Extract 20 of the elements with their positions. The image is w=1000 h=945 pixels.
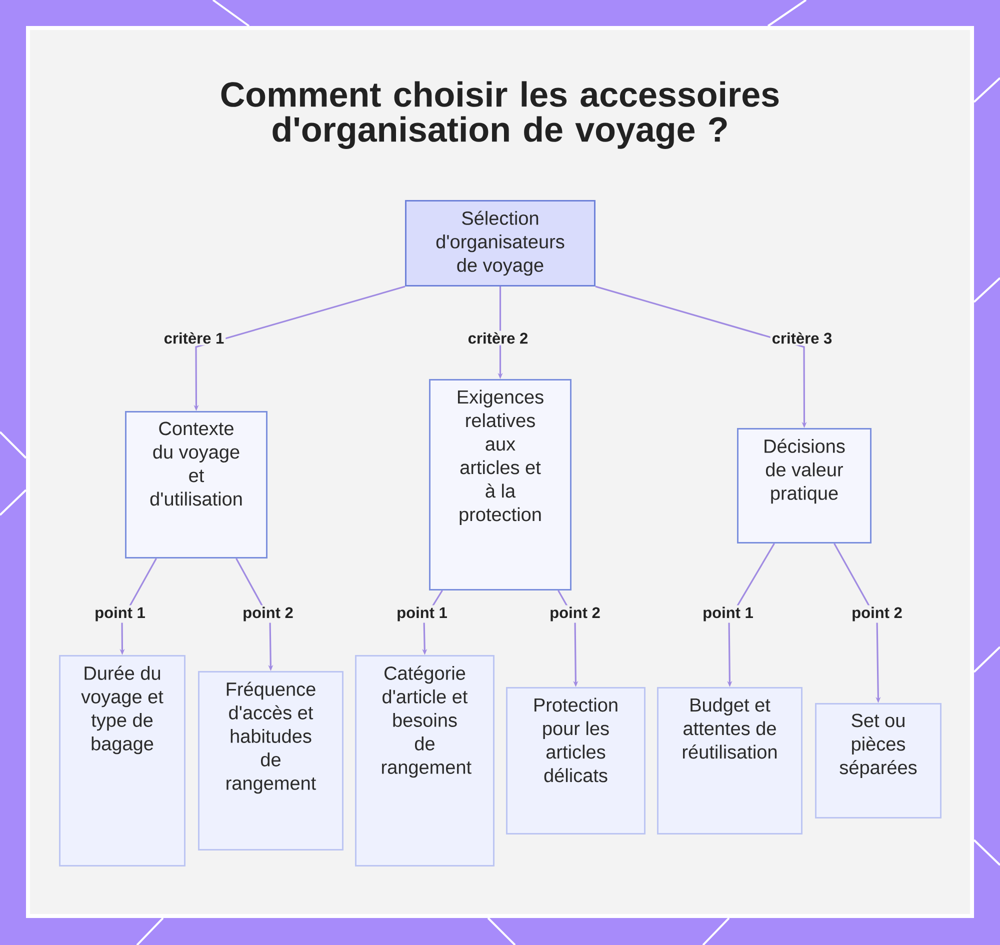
- branch-box: Exigences relatives aux articles et à la protection: [429, 379, 572, 590]
- edge-label: point 2: [548, 605, 602, 623]
- edge-label: critère 2: [466, 330, 530, 346]
- edge-label: critère 1: [162, 330, 226, 346]
- title: Comment choisir les accessoires d'organisation de voyage ?: [221, 81, 779, 149]
- edge-label: point 1: [93, 605, 147, 623]
- edge-label: point 2: [850, 605, 904, 623]
- edge-label: point 2: [241, 605, 295, 623]
- leaf-box: Durée du voyage et type de bagage: [59, 655, 186, 866]
- branch-box: Contexte du voyage et d'utilisation: [125, 411, 268, 558]
- leaf-box: Fréquence d'accès et habitudes de rangement: [198, 671, 344, 850]
- root-box: Sélection d'organisateurs de voyage: [405, 200, 596, 286]
- branch-box: Décisions de valeur pratique: [737, 428, 872, 544]
- edge-label: critère 3: [770, 330, 834, 346]
- leaf-box: Budget et attentes de réutilisation: [657, 687, 803, 835]
- edge-label: point 1: [395, 605, 449, 623]
- leaf-box: Protection pour les articles délicats: [506, 687, 646, 835]
- leaf-box: Set ou pièces séparées: [815, 703, 942, 818]
- edge-label: point 1: [701, 605, 755, 623]
- leaf-box: Catégorie d'article et besoins de rangement: [355, 655, 494, 866]
